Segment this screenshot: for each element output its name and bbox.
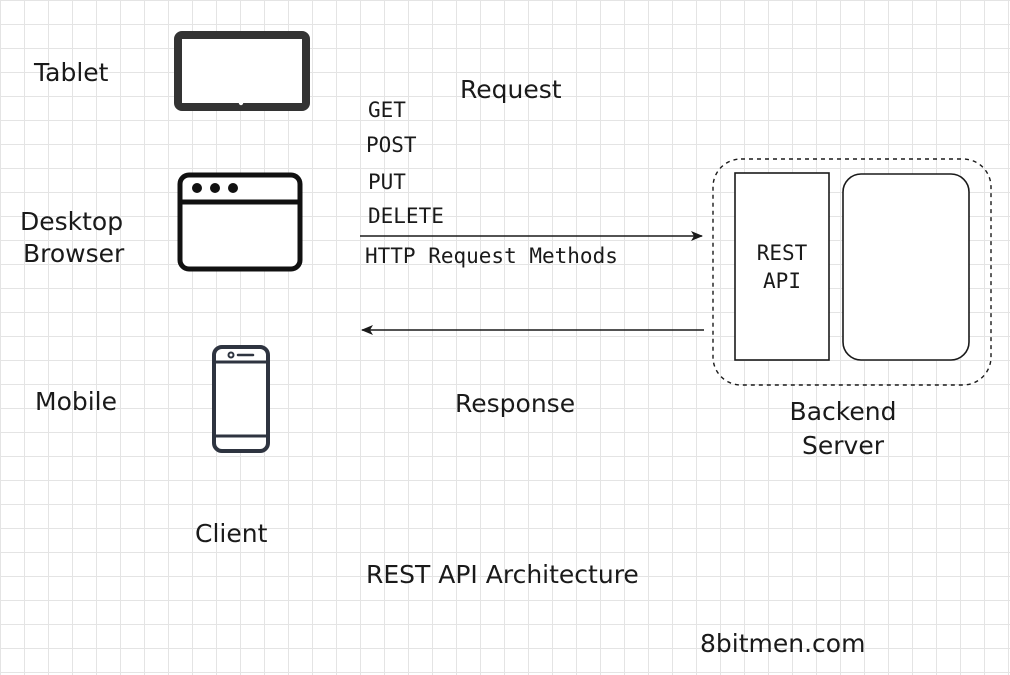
http-methods-caption: HTTP Request Methods	[365, 244, 618, 268]
tablet-label: Tablet	[34, 58, 109, 87]
rest-api-label-line2: API	[763, 269, 801, 293]
desktop-label-line2: Browser	[23, 239, 125, 268]
request-title: Request	[460, 75, 562, 104]
server-box	[842, 173, 970, 361]
site-credit: 8bitmen.com	[700, 629, 866, 658]
method-get: GET	[368, 98, 406, 122]
backend-server-label-line2: Server	[802, 431, 884, 460]
browser-window-icon	[177, 172, 303, 272]
client-group-label: Client	[195, 519, 268, 548]
method-delete: DELETE	[368, 204, 444, 228]
rest-api-box	[734, 172, 830, 361]
rest-api-label-line1: REST	[756, 241, 808, 265]
tablet-icon	[174, 31, 310, 111]
backend-server-label-line1: Backend	[789, 397, 897, 426]
method-put: PUT	[368, 170, 406, 194]
diagram-title: REST API Architecture	[366, 560, 639, 589]
mobile-label: Mobile	[35, 387, 118, 416]
desktop-label-line1: Desktop	[20, 207, 124, 236]
method-post: POST	[366, 133, 417, 157]
mobile-phone-icon	[212, 345, 270, 453]
response-title: Response	[455, 389, 576, 418]
